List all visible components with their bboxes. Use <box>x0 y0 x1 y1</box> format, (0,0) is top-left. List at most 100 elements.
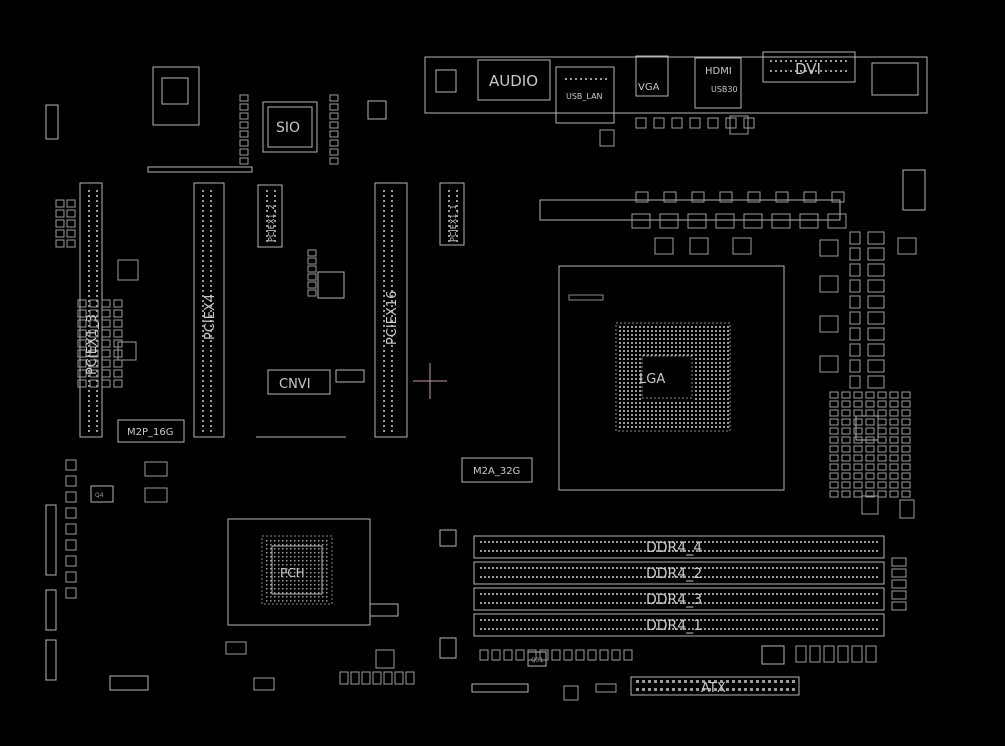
pin-pad <box>623 406 625 408</box>
pin-pad <box>391 280 393 282</box>
pin-pad <box>88 300 90 302</box>
pin-pad <box>310 564 312 566</box>
pin-pad <box>671 426 673 428</box>
pin-pad <box>88 315 90 317</box>
component <box>339 671 349 685</box>
pin-pad <box>792 550 794 552</box>
pin-pad <box>286 544 288 546</box>
pin-pad <box>776 567 778 569</box>
pin-pad <box>667 410 669 412</box>
pin-pad <box>306 540 308 542</box>
pin-pad <box>716 550 718 552</box>
pin-pad <box>266 215 268 217</box>
pin-pad <box>780 619 782 621</box>
pin-pad <box>655 422 657 424</box>
pin-pad <box>636 628 638 630</box>
pin-pad <box>88 385 90 387</box>
pin-pad <box>492 628 494 630</box>
pin-pad <box>764 602 766 604</box>
component <box>865 454 875 462</box>
component <box>55 229 65 238</box>
pin-pad <box>202 335 204 337</box>
pin-pad <box>274 572 276 574</box>
component <box>891 601 907 611</box>
pin-pad <box>848 541 850 543</box>
pin-pad <box>727 394 729 396</box>
pin-pad <box>664 593 666 595</box>
component <box>851 645 863 663</box>
pin-pad <box>711 374 713 376</box>
pin-pad <box>820 70 822 72</box>
pin-pad <box>322 580 324 582</box>
pin-pad <box>274 584 276 586</box>
pin-pad <box>298 552 300 554</box>
pin-pad <box>719 354 721 356</box>
component <box>101 379 111 388</box>
cpu-label: LGA <box>639 372 665 387</box>
pin-pad <box>532 619 534 621</box>
pin-pad <box>290 540 292 542</box>
component <box>89 319 99 328</box>
pin-pad <box>684 541 686 543</box>
pin-pad <box>703 334 705 336</box>
pin-pad <box>544 628 546 630</box>
pin-pad <box>752 567 754 569</box>
component <box>65 571 77 583</box>
pin-pad <box>631 402 633 404</box>
pin-pad <box>391 305 393 307</box>
pin-pad <box>748 541 750 543</box>
pin-pad <box>480 550 482 552</box>
pin-pad <box>504 628 506 630</box>
component <box>901 463 911 471</box>
pin-pad <box>642 688 645 691</box>
pin-pad <box>274 556 276 558</box>
pin-pad <box>707 346 709 348</box>
pin-pad <box>624 567 626 569</box>
pin-pad <box>708 628 710 630</box>
pin-pad <box>679 330 681 332</box>
pin-pad <box>608 593 610 595</box>
component <box>877 490 887 498</box>
pin-pad <box>772 541 774 543</box>
pin-pad <box>274 210 276 212</box>
pin-pad <box>703 406 705 408</box>
pin-pad <box>659 342 661 344</box>
pin-pad <box>282 564 284 566</box>
pin-pad <box>828 602 830 604</box>
pin-pad <box>508 628 510 630</box>
pin-pad <box>88 335 90 337</box>
pin-pad <box>715 382 717 384</box>
pin-pad <box>274 560 276 562</box>
pin-pad <box>290 584 292 586</box>
pin-pad <box>852 567 854 569</box>
component <box>865 463 875 471</box>
pin-pad <box>707 406 709 408</box>
pin-pad <box>719 410 721 412</box>
pin-pad <box>627 414 629 416</box>
pin-pad <box>647 406 649 408</box>
pin-pad <box>520 619 522 621</box>
pin-pad <box>736 576 738 578</box>
pin-pad <box>584 576 586 578</box>
pin-pad <box>748 576 750 578</box>
pin-pad <box>298 600 300 602</box>
pin-pad <box>616 602 618 604</box>
pin-pad <box>679 338 681 340</box>
pin-pad <box>290 588 292 590</box>
pin-pad <box>306 564 308 566</box>
pin-pad <box>695 426 697 428</box>
pin-pad <box>723 426 725 428</box>
pin-pad <box>719 422 721 424</box>
pin-pad <box>784 541 786 543</box>
pin-pad <box>96 220 98 222</box>
pin-pad <box>627 354 629 356</box>
pin-pad <box>832 567 834 569</box>
pin-pad <box>96 410 98 412</box>
pin-pad <box>286 560 288 562</box>
pin-pad <box>294 544 296 546</box>
pin-pad <box>727 426 729 428</box>
pin-pad <box>716 593 718 595</box>
component <box>841 490 851 498</box>
pin-pad <box>623 346 625 348</box>
component <box>823 645 835 663</box>
